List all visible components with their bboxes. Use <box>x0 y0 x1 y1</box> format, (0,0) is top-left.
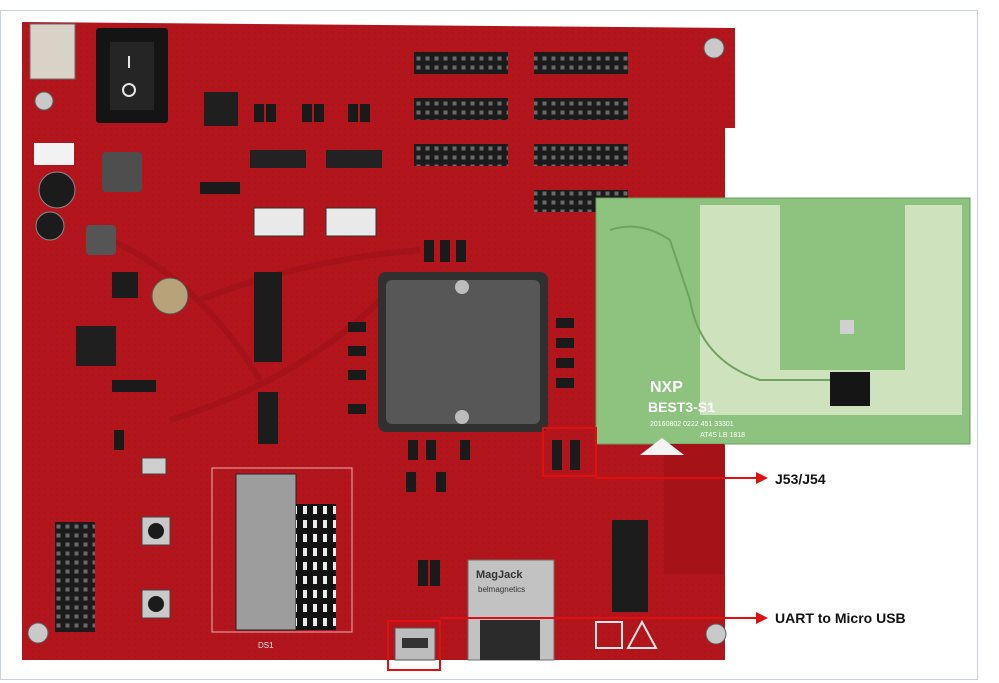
callout-arrow-uart <box>440 612 768 624</box>
silkscreen-ds1: DS1 <box>258 641 274 650</box>
lcd-display <box>211 467 353 633</box>
dc-jack <box>29 23 76 80</box>
sensor-board-sub: AT4S LB 1818 <box>700 432 745 439</box>
jumpers <box>112 104 574 586</box>
callout-label-uart: UART to Micro USB <box>775 610 906 626</box>
dip-switch-2[interactable] <box>325 207 377 237</box>
callout-box-uart <box>387 620 441 671</box>
callout-label-j53-j54: J53/J54 <box>775 471 826 487</box>
nxp-logo: NXP <box>650 379 683 396</box>
ic-left <box>76 326 116 366</box>
sd-slot <box>612 520 648 612</box>
magjack-brand: MagJack <box>476 569 523 581</box>
ribbon-connector <box>254 272 282 362</box>
mount-screws <box>27 37 727 645</box>
magjack-sub: belmagnetics <box>478 585 525 594</box>
sensor-board-code: 20160802 0222 451 33301 <box>650 421 734 428</box>
warning-symbols <box>595 619 658 649</box>
sensor-chip <box>830 372 870 406</box>
image-frame <box>0 10 978 680</box>
micro-usb-connector[interactable] <box>394 627 436 661</box>
ethernet-magjack: MagJack belmagnetics <box>467 559 555 661</box>
push-button-2[interactable] <box>141 589 171 619</box>
dip-switch-1[interactable] <box>253 207 305 237</box>
sensor-board-name: BEST3-S1 <box>648 399 715 415</box>
callout-arrow-j53-j54 <box>596 472 768 484</box>
sensor-board: NXP BEST3-S1 20160802 0222 451 33301 AT4… <box>595 197 971 445</box>
capacitor-large <box>38 171 76 209</box>
push-button-1[interactable] <box>141 516 171 546</box>
jumper-j53-j54[interactable] <box>552 440 580 470</box>
callout-box-j53-j54 <box>542 427 597 477</box>
processor-heatsink <box>378 272 548 432</box>
